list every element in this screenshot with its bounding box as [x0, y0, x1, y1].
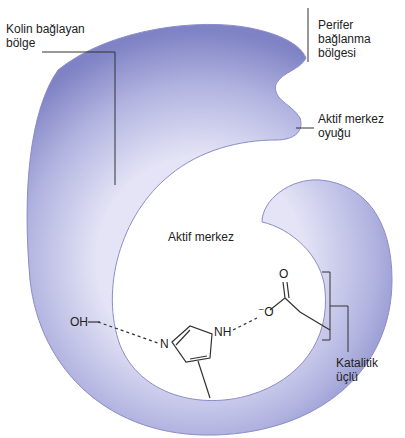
region-label: Kolin bağlayan bölge	[6, 22, 86, 50]
atom-label: NH	[214, 326, 231, 339]
leader-lines	[42, 8, 348, 352]
region-label: Perifer bağlanma bölgesi	[318, 18, 402, 60]
region-label: Aktif merkez oyuğu	[318, 112, 398, 140]
atom-label: N	[160, 338, 169, 351]
atom-label: O	[279, 268, 288, 281]
site-label: Aktif merkez	[168, 230, 258, 244]
atom-label: ⁻O	[258, 306, 274, 319]
region-label: Katalitik üçlü	[336, 356, 402, 384]
catalytic-triad-bonds	[88, 282, 330, 398]
atom-label: OH	[70, 316, 88, 329]
